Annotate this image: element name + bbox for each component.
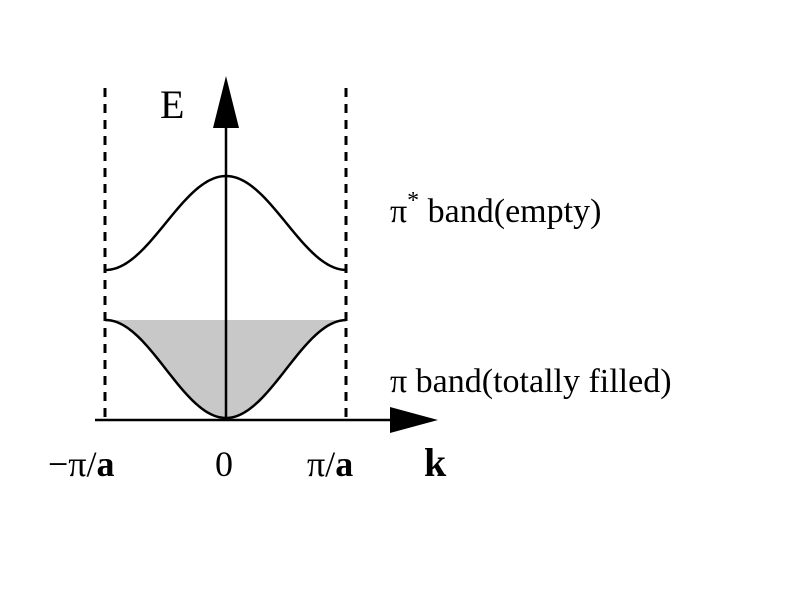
tick-left-pi: −π/ [48, 444, 96, 484]
tick-right-pi: π/ [307, 444, 335, 484]
tick-label-minus-pi-over-a: −π/a [48, 444, 114, 484]
tick-left-a: a [96, 444, 114, 484]
tick-label-zero: 0 [215, 444, 233, 484]
pi-star-band-text: band(empty) [419, 193, 601, 230]
energy-axis-arrowhead [213, 76, 239, 128]
k-axis-arrowhead [390, 407, 438, 433]
tick-right-a: a [335, 444, 353, 484]
pi-star-band-label: π* band(empty) [390, 188, 601, 230]
tick-label-pi-over-a: π/a [307, 444, 353, 484]
pi-star-symbol: π [390, 193, 407, 230]
pi-band-label: π band(totally filled) [390, 363, 672, 400]
k-axis-label: k [424, 440, 447, 485]
pi-star-superscript: * [407, 188, 419, 214]
energy-axis-label: E [160, 82, 184, 127]
